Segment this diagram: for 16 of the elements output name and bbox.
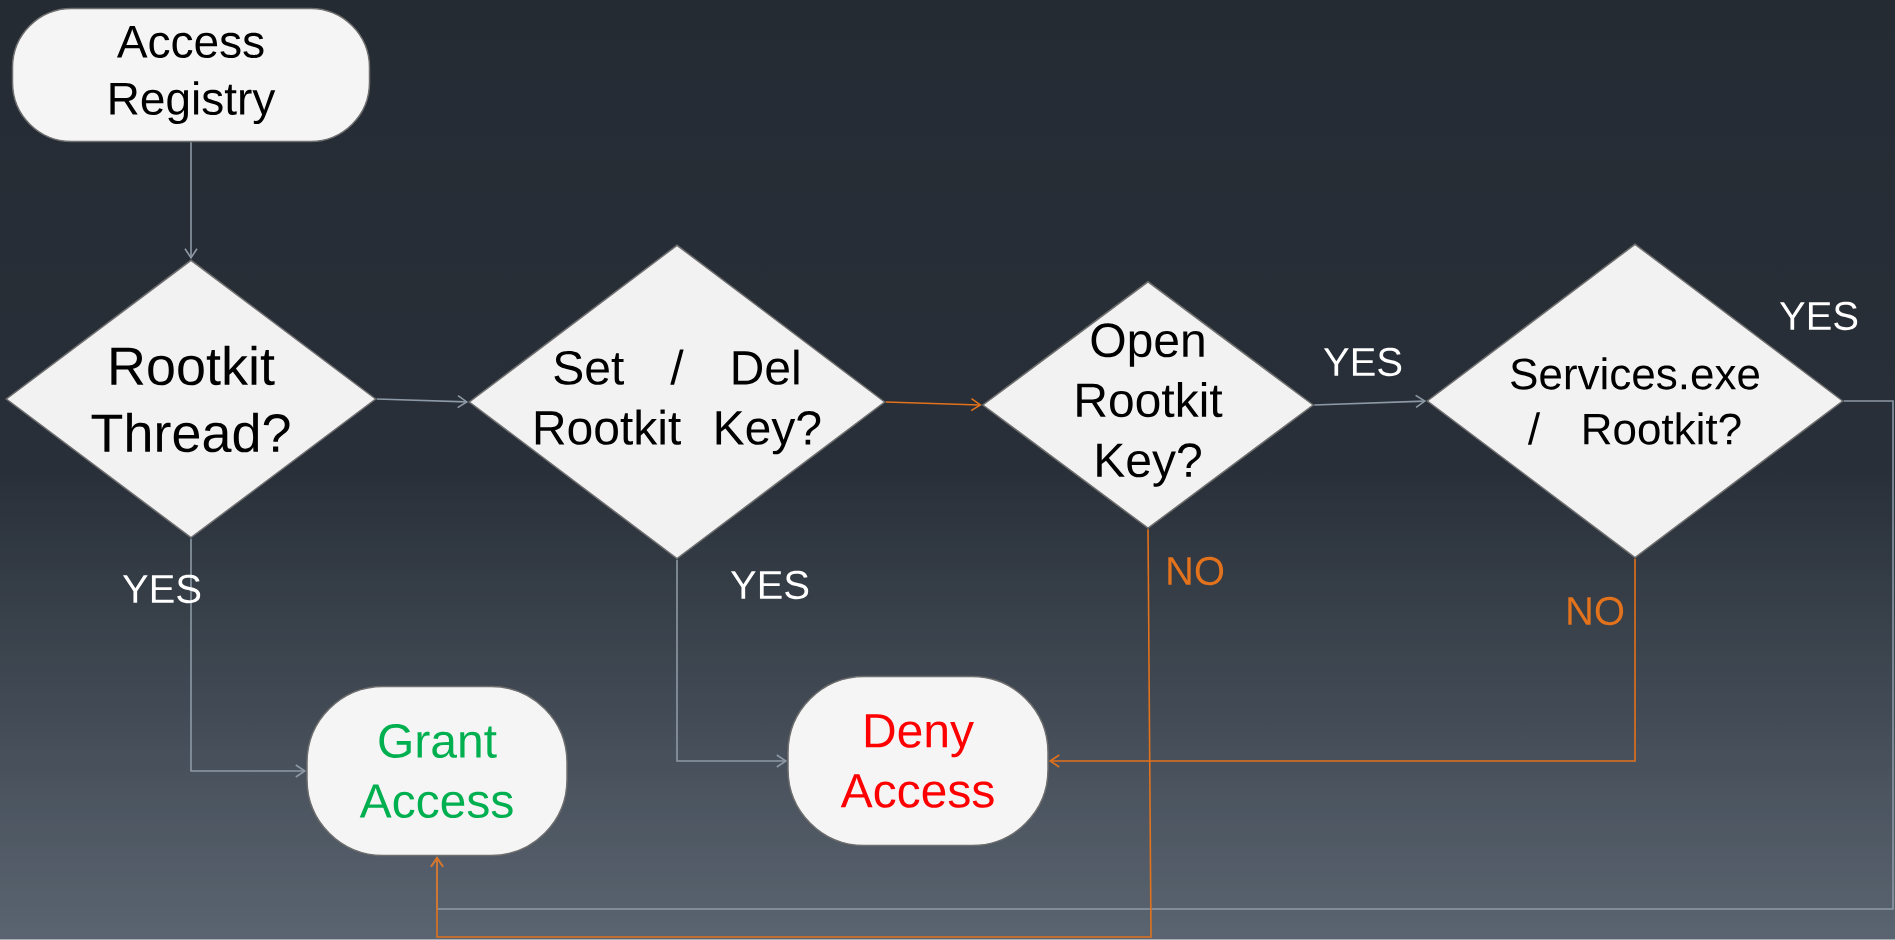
terminal-box: Access Registry (11, 7, 371, 143)
arrow (884, 397, 982, 412)
edge-label: NO (1168, 556, 1224, 586)
arrow (1313, 394, 1427, 409)
arrow (1048, 557, 1636, 768)
arrow (184, 141, 198, 260)
edge-label: YES (730, 570, 809, 600)
edge-label: YES (122, 574, 201, 604)
arrow (676, 558, 788, 768)
terminal-box: Grant Access (306, 685, 568, 857)
edge-label: NO (1568, 596, 1624, 626)
arrow (430, 528, 1152, 938)
arrow (375, 394, 469, 409)
arrow (190, 537, 307, 778)
terminal-box: Deny Access (787, 675, 1049, 847)
edge-label: YES (1323, 347, 1402, 377)
